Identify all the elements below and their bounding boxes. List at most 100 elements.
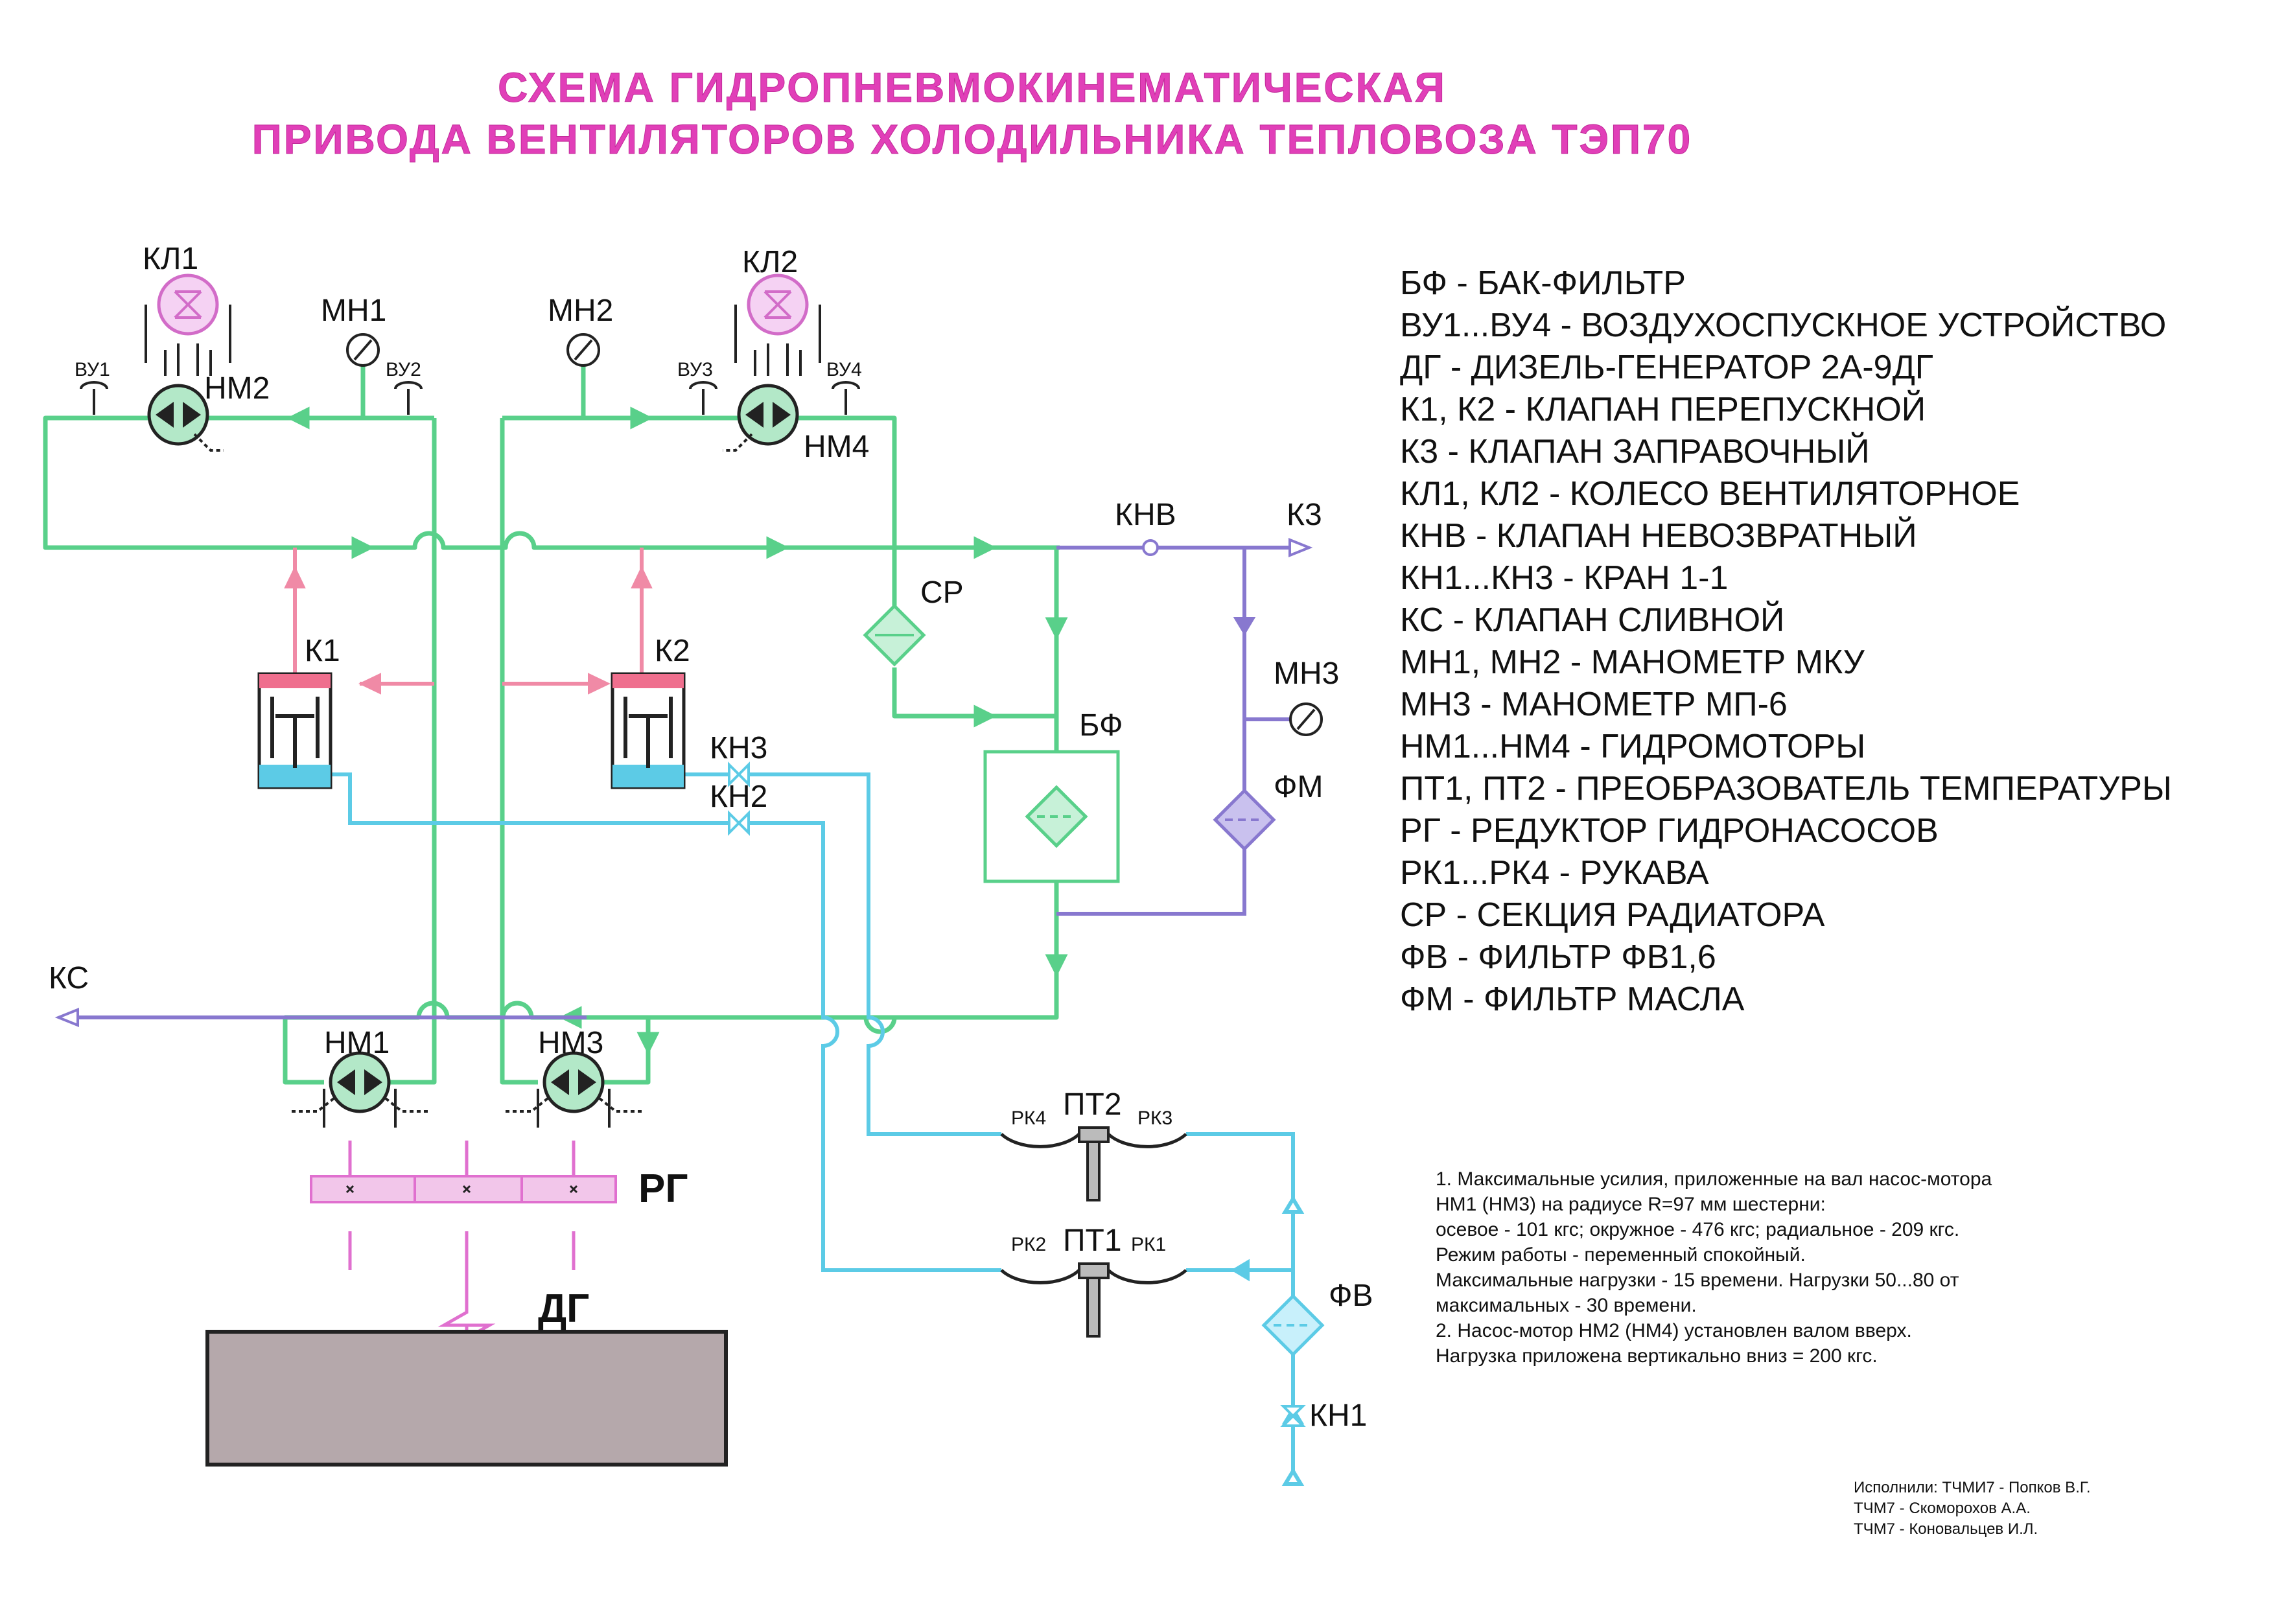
- hydromotor-nm3: [506, 1051, 642, 1128]
- label-fv: ФВ: [1329, 1279, 1373, 1313]
- filter-fv: [1261, 1293, 1325, 1357]
- legend-item: К1, К2 - КЛАПАН ПЕРЕПУСКНОЙ: [1400, 391, 1926, 428]
- bypass-valve-k2: [611, 672, 686, 789]
- tap-kn2: [728, 810, 750, 836]
- note-line: Максимальные нагрузки - 15 времени. Нагр…: [1436, 1270, 1959, 1291]
- legend-item: КНВ - КЛАПАН НЕВОЗВРАТНЫЙ: [1400, 517, 1917, 555]
- legend-item: ПТ1, ПТ2 - ПРЕОБРАЗОВАТЕЛЬ ТЕМПЕРАТУРЫ: [1400, 770, 2172, 807]
- note-line: максимальных - 30 времени.: [1436, 1295, 1697, 1316]
- label-dg: ДГ: [538, 1286, 589, 1331]
- label-rk3: РК3: [1137, 1108, 1172, 1129]
- pipe-fm: [1056, 548, 1246, 916]
- pump-reducer-rg: [310, 1141, 617, 1341]
- legend-item: ФМ - ФИЛЬТР МАСЛА: [1400, 980, 1745, 1018]
- label-k2: К2: [655, 634, 690, 668]
- label-rk4: РК4: [1011, 1108, 1046, 1129]
- label-vu3: ВУ3: [677, 359, 713, 380]
- label-pt1: ПТ1: [1063, 1224, 1122, 1258]
- tank-filter-bf: [983, 750, 1120, 883]
- label-sr: СР: [920, 575, 964, 610]
- legend-item: КЛ1, КЛ2 - КОЛЕСО ВЕНТИЛЯТОРНОЕ: [1400, 475, 2020, 513]
- pipe-sr: [892, 548, 1056, 719]
- label-k1: К1: [305, 634, 340, 668]
- temp-converter-pt2: [1000, 1126, 1187, 1201]
- knv-valve: [1142, 539, 1159, 556]
- manometer-mn3: [1289, 702, 1323, 736]
- diesel-generator-dg: [205, 1330, 728, 1467]
- note-line: Нагрузка приложена вертикально вниз = 20…: [1436, 1345, 1878, 1367]
- label-mn1: МН1: [321, 294, 386, 328]
- label-fm: ФМ: [1274, 770, 1323, 804]
- pipe-nm3-loop: [500, 1004, 538, 1085]
- diagram-title: СХЕМА ГИДРОПНЕВМОКИНЕМАТИЧЕСКАЯ ПРИВОДА …: [0, 62, 1944, 165]
- legend-item: ВУ1...ВУ4 - ВОЗДУХОСПУСКНОЕ УСТРОЙСТВО: [1400, 307, 2167, 344]
- hydromotor-nm1: [292, 1051, 428, 1128]
- legend: БФ - БАК-ФИЛЬТР ВУ1...ВУ4 - ВОЗДУХОСПУСКН…: [1400, 262, 2256, 1021]
- hydromotor-nm4: [723, 384, 799, 452]
- pipe-nm3-right: [603, 1017, 651, 1085]
- bypass-valve-k1: [257, 672, 332, 789]
- label-vu1: ВУ1: [75, 359, 110, 380]
- credit-line: Исполнили: ТЧМИ7 - Попков В.Г.: [1854, 1479, 2091, 1496]
- manometer-mn2: [566, 333, 600, 367]
- tap-kn1: [1280, 1405, 1306, 1427]
- note-line: 2. Насос-мотор НМ2 (НМ4) установлен вало…: [1436, 1320, 1912, 1341]
- pipe-k1-drain: [331, 772, 1001, 1272]
- label-rk1: РК1: [1131, 1234, 1166, 1255]
- pipe-rk3: [1186, 1132, 1295, 1484]
- legend-item: НМ1...НМ4 - ГИДРОМОТОРЫ: [1400, 728, 1866, 765]
- fan-wheel-kl1: [145, 273, 231, 376]
- blue-circuit: [331, 772, 1305, 1486]
- pipe-nm2-loop: [43, 415, 1056, 550]
- label-bf: БФ: [1079, 708, 1123, 743]
- credit-line: ТЧМ7 - Коновальцев И.Л.: [1854, 1520, 2038, 1538]
- purple-circuit: [68, 546, 1306, 1019]
- ks-port: [54, 1008, 79, 1027]
- tap-kn3: [728, 761, 750, 787]
- label-kn3: КН3: [710, 731, 767, 765]
- note-line: Режим работы - переменный спокойный.: [1436, 1244, 1806, 1266]
- label-nm1: НМ1: [324, 1026, 390, 1060]
- label-vu4: ВУ4: [826, 359, 862, 380]
- legend-item: КН1...КН3 - КРАН 1-1: [1400, 559, 1729, 597]
- hydromotor-nm2: [147, 384, 224, 452]
- air-release-valves: [80, 381, 860, 415]
- label-nm2: НМ2: [204, 371, 270, 406]
- label-ks: КС: [49, 961, 89, 995]
- label-nm4: НМ4: [804, 430, 869, 464]
- green-circuit: [43, 363, 1068, 1085]
- legend-item: БФ - БАК-ФИЛЬТР: [1400, 264, 1686, 302]
- legend-item: РГ - РЕДУКТОР ГИДРОНАСОСОВ: [1400, 812, 1939, 850]
- credit-line: ТЧМ7 - Скоморохов А.А.: [1854, 1500, 2031, 1517]
- manometer-mn1: [346, 333, 380, 367]
- label-nm3: НМ3: [538, 1026, 603, 1060]
- label-kn2: КН2: [710, 780, 767, 814]
- legend-item: СР - СЕКЦИЯ РАДИАТОРА: [1400, 896, 1825, 934]
- title-line-1: СХЕМА ГИДРОПНЕВМОКИНЕМАТИЧЕСКАЯ: [498, 64, 1447, 111]
- note-line: 1. Максимальные усилия, приложенные на в…: [1436, 1168, 1992, 1190]
- oil-filter-fm: [1213, 788, 1276, 852]
- legend-item: ФВ - ФИЛЬТР ФВ1,6: [1400, 938, 1716, 976]
- note-line: НМ1 (НМ3) на радиусе R=97 мм шестерни:: [1436, 1194, 1826, 1215]
- legend-item: К3 - КЛАПАН ЗАПРАВОЧНЫЙ: [1400, 433, 1870, 470]
- label-rk2: РК2: [1011, 1234, 1046, 1255]
- label-vu2: ВУ2: [386, 359, 421, 380]
- label-knv: КНВ: [1115, 498, 1176, 532]
- legend-item: КС - КЛАПАН СЛИВНОЙ: [1400, 601, 1785, 639]
- label-mn3: МН3: [1274, 656, 1339, 691]
- radiator-section-sr: [863, 603, 926, 667]
- pipe-k2-drain: [684, 772, 1001, 1136]
- pink-bypass: [284, 548, 653, 695]
- label-kl1: КЛ1: [143, 242, 198, 276]
- legend-item: РК1...РК4 - РУКАВА: [1400, 854, 1709, 892]
- credits: Исполнили: ТЧМИ7 - Попков В.Г. ТЧМ7 - Ско…: [1854, 1478, 2091, 1540]
- temp-converter-pt1: [1000, 1262, 1187, 1338]
- pipe-nm1-right: [389, 1004, 437, 1085]
- label-pt2: ПТ2: [1063, 1087, 1122, 1122]
- legend-item: МН1, МН2 - МАНОМЕТР МКУ: [1400, 644, 1865, 681]
- label-kn1: КН1: [1309, 1398, 1367, 1433]
- legend-item: МН3 - МАНОМЕТР МП-6: [1400, 686, 1788, 723]
- title-line-2: ПРИВОДА ВЕНТИЛЯТОРОВ ХОЛОДИЛЬНИКА ТЕПЛОВ…: [251, 116, 1693, 163]
- k3-port: [1288, 538, 1313, 557]
